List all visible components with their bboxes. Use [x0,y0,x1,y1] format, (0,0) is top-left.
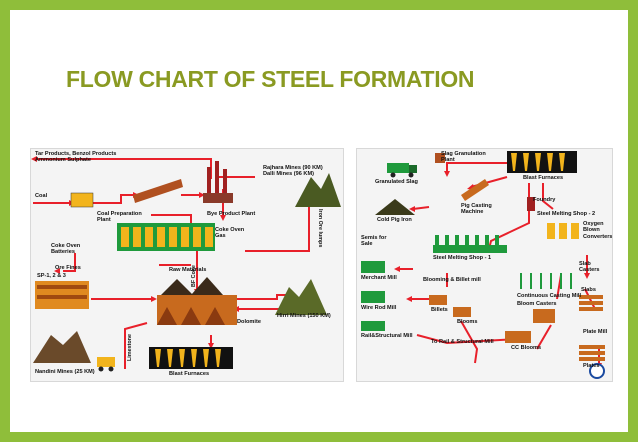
label-plates: Plates [583,363,600,369]
bloom-casters-graphic [533,309,555,323]
merchant-mill-graphic [361,261,385,273]
label-coal: Coal [35,193,48,199]
pig-casting-graphic [461,179,489,201]
bye-product-chimneys [203,161,233,203]
label-blast-furnaces: Blast Furnaces [169,371,210,377]
raw-materials-yard [157,277,237,325]
label-plate-mill: Plate Mill [583,329,608,335]
oxygen-converters-graphic [547,223,579,239]
label-cold-pig-iron: Cold Pig Iron [377,217,412,223]
label-ore-fines: Ore Fines [55,265,81,271]
slag-truck [387,163,417,178]
label-slabs: Slabs [581,287,596,293]
label-bloom-casters: Bloom Casters [517,301,557,307]
label-tar-products: Tar Products, Benzol Products Ammonium S… [35,151,117,164]
right-diagram-graphics [361,151,605,379]
label-nandini: Nandini Mines (25 KM) [35,369,95,375]
right-flow-diagram: Granulated Slag Slag Granulation Plant B… [356,148,613,382]
label-right-blast-furnaces: Blast Furnaces [523,175,564,181]
label-granulated-slag: Granulated Slag [375,179,418,185]
rail-mill-graphic [361,321,385,331]
mountains [33,173,341,363]
wire-rod-mill-graphic [361,291,385,303]
label-to-rail: To Rail & Structural Mill [431,339,494,345]
label-foundry: Foundry [533,197,556,203]
label-sms2: Steel Melting Shop - 2 [537,211,596,217]
label-sms1: Steel Melting Shop - 1 [433,255,492,261]
label-raw-materials: Raw Materials [169,267,207,273]
label-semis: Semis for Sale [361,235,387,248]
label-wire-rod-mill: Wire Rod Mill [361,305,397,311]
left-diagram-graphics [31,156,341,372]
slabs-graphic [579,295,603,311]
sms1-graphic [433,235,507,253]
label-coal-prep: Coal Preparation Plant [97,211,142,224]
coal-conveyor [133,179,183,203]
label-cc-blooms: CC Blooms [511,345,542,351]
label-slab-casters: Slab Casters [579,261,600,274]
label-coke-oven-batteries: Coke Oven Batteries [51,243,81,256]
sail-logo-graphic [589,363,605,379]
label-merchant-mill: Merchant Mill [361,275,397,281]
label-blooms: Blooms [457,319,478,325]
plates-graphic [579,345,605,361]
right-blast-furnaces-graphic [507,151,577,173]
slide-title: FLOW CHART OF STEEL FORMATION [66,66,475,92]
label-slag-granulation: Slag Granulation Plant [441,151,486,164]
coke-oven-battery [117,223,215,251]
label-blooming-billet: Blooming & Billet mill [423,277,481,283]
coal-wagon [70,192,94,208]
label-sp: SP-1, 2 & 3 [37,273,66,279]
label-continuous-casting: Continuous Casting Mill [517,293,582,299]
label-dolomite: Dolomite [237,319,261,325]
foundry-graphic [527,197,535,211]
right-flow-lines [397,162,600,364]
billets-blooms-graphic [429,295,471,317]
blast-furnaces-graphic [149,347,233,369]
left-flow-lines [33,158,310,369]
cc-blooms-graphic [505,331,531,343]
sinter-plant [35,281,89,309]
slag-granulation-graphic [435,153,445,163]
label-billets: Billets [431,307,448,313]
nandini-truck [97,357,115,372]
label-rail-structural: Rail&Structural Mill [361,333,413,339]
label-coke-oven-gas: Coke Oven Gas [215,227,245,240]
label-rajhara-dalli: Rajhara Mines (90 KM) Dalli Mines (96 KM… [263,165,323,178]
cold-pig-iron-pile [375,199,415,215]
label-oxygen-converters: Oxygen Blown Converters [583,221,613,240]
label-iron-ore-lumps: Iron Ore lumps [317,209,323,248]
left-flow-diagram: Tar Products, Benzol Products Ammonium S… [30,148,344,382]
label-pig-casting: Pig Casting Machine [461,203,492,216]
label-bye-product: Bye Product Plant [207,211,256,217]
label-limestone: Limestone [127,334,133,361]
continuous-casting-graphic [520,273,572,289]
label-hirri: Hirri Mines (150 KM) [277,313,331,319]
